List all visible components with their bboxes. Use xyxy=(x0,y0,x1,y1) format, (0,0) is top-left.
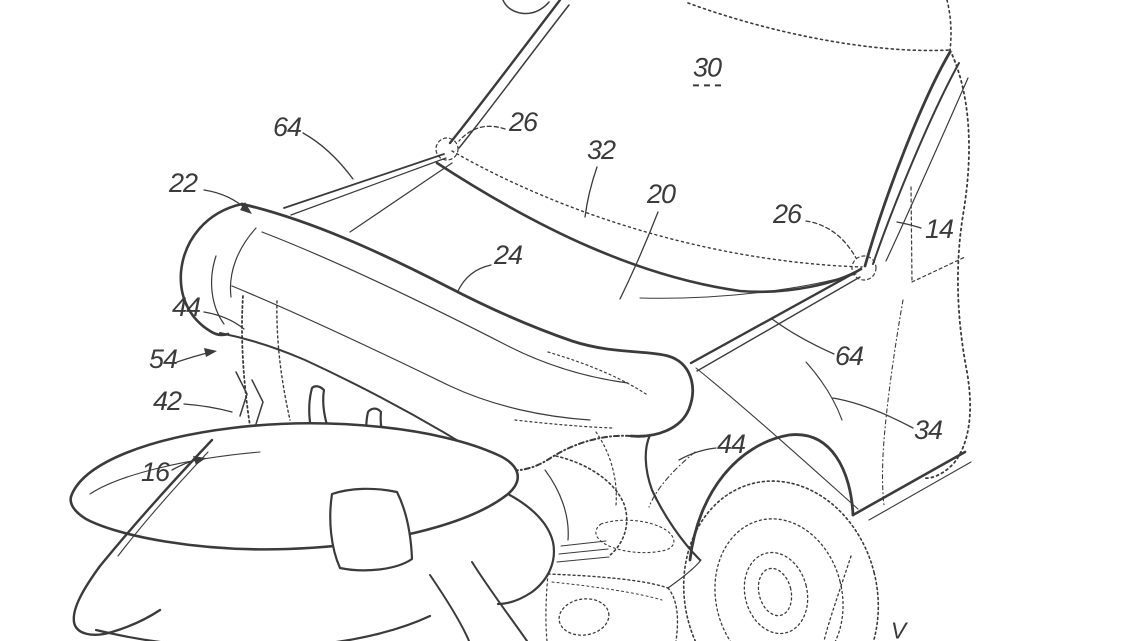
bumper-and-grille xyxy=(545,540,702,641)
leader-42 xyxy=(183,403,233,413)
below-arch-line xyxy=(823,555,852,641)
arrowhead-16 xyxy=(193,456,206,465)
frame-column-chevron-2 xyxy=(251,379,264,425)
tether-left-2 xyxy=(290,157,447,216)
door-and-rocker xyxy=(823,299,972,641)
airbag-lobe-right xyxy=(496,492,556,606)
leader-14 xyxy=(896,221,922,229)
wheel-rim xyxy=(714,518,844,641)
airbag-brim-inner-line xyxy=(89,451,261,495)
airbag-bottom-sweep xyxy=(94,614,432,641)
airbag-left-lobe xyxy=(179,202,244,337)
leader-24 xyxy=(457,264,492,292)
tether-right-1 xyxy=(689,270,858,365)
airbag-lower-mass xyxy=(69,295,628,641)
leader-22 xyxy=(203,189,248,211)
wheel-arch xyxy=(688,433,855,562)
fender-front-edge xyxy=(644,433,702,562)
headlamp-top-edge xyxy=(648,451,696,508)
mount-circle-right xyxy=(851,255,877,281)
grille-slat-3 xyxy=(556,556,610,563)
airbag-lobe-fold-1 xyxy=(229,227,257,298)
body-right-edge xyxy=(924,49,972,479)
airbag-tube-fold-2 xyxy=(231,285,591,421)
frame-column-chevron-1 xyxy=(235,371,248,417)
arrowhead-22 xyxy=(240,202,252,214)
airbag-lobe-rect xyxy=(329,487,414,572)
wheel-hub-inner xyxy=(757,567,793,617)
leader-44-right xyxy=(678,447,717,461)
bumper-left-edge xyxy=(545,573,549,641)
grille-slat-1 xyxy=(560,540,607,547)
airbag-lobe-tongue-1 xyxy=(429,574,470,641)
bumper-corner-to-fender xyxy=(667,559,702,589)
bumper-inner-line xyxy=(551,581,663,601)
rocker-edge-thick xyxy=(851,450,967,517)
leader-26-left xyxy=(458,125,506,142)
headlamp-outline xyxy=(595,519,675,554)
roof-corner xyxy=(946,0,952,51)
tether-left-1 xyxy=(283,153,445,209)
bumper-right-corner xyxy=(667,587,679,641)
airbag-tube-fold-3 xyxy=(547,351,647,395)
mirror-sail-edge-diagonal xyxy=(911,256,966,283)
rocker-edge-thin xyxy=(868,461,972,521)
roof-line xyxy=(687,2,951,52)
mirror-sail-edge-vertical xyxy=(910,186,913,283)
leader-20 xyxy=(619,211,659,300)
airbag-under-fold-1 xyxy=(544,469,569,541)
fender-crease-long xyxy=(695,367,859,510)
hood-rear-edge xyxy=(435,161,863,294)
frame-column-right-edge xyxy=(276,300,291,421)
airbag-tube-fold-4 xyxy=(514,419,613,429)
a-pillar-right-thin xyxy=(885,77,969,262)
a-pillar-right-outer xyxy=(863,50,952,268)
leader-64-right xyxy=(771,318,835,355)
tether-straps xyxy=(283,153,861,372)
door-gap-line xyxy=(881,299,904,506)
leader-26-right xyxy=(805,220,857,259)
bumper-top-edge xyxy=(547,573,669,589)
leader-lines xyxy=(171,125,922,471)
leader-44-left xyxy=(203,311,245,330)
fender-crease-upper xyxy=(805,361,843,421)
a-pillar-left-inner xyxy=(458,4,570,149)
airbag-corner-flap-outer xyxy=(72,438,214,636)
airbag-under-fold-2 xyxy=(595,431,617,506)
a-pillar-left-outer xyxy=(448,0,562,145)
leader-32 xyxy=(584,166,598,218)
airbag-tube-fold-1 xyxy=(261,231,629,384)
mount-circles xyxy=(435,137,877,281)
fender-and-wheel xyxy=(595,361,880,641)
truck-cab-outline xyxy=(435,0,972,479)
tether-left-3 xyxy=(349,162,453,233)
airbag-tube-end-fold xyxy=(504,434,632,472)
arrowhead-54 xyxy=(204,348,217,357)
tire-outer xyxy=(682,480,880,641)
a-pillar-right-inner xyxy=(872,62,960,265)
airbag-tube-top-edge xyxy=(240,202,694,438)
frame-column-left-edge xyxy=(241,295,253,439)
airbag-lobe-fold-2 xyxy=(211,255,225,325)
leader-64-left xyxy=(302,132,354,180)
grille-slat-2 xyxy=(558,548,609,555)
mount-circle-left xyxy=(435,137,459,161)
airbag-lobe-right-dotted xyxy=(555,455,628,557)
cowl-line xyxy=(451,150,863,268)
leader-34 xyxy=(832,397,914,429)
wheel-hub-outer xyxy=(743,551,809,635)
mirror-stub xyxy=(502,0,550,15)
fog-lamp xyxy=(558,598,610,636)
airbag-lobe-tongue-2 xyxy=(471,561,528,641)
hood-rear-edge-thin xyxy=(639,273,857,299)
